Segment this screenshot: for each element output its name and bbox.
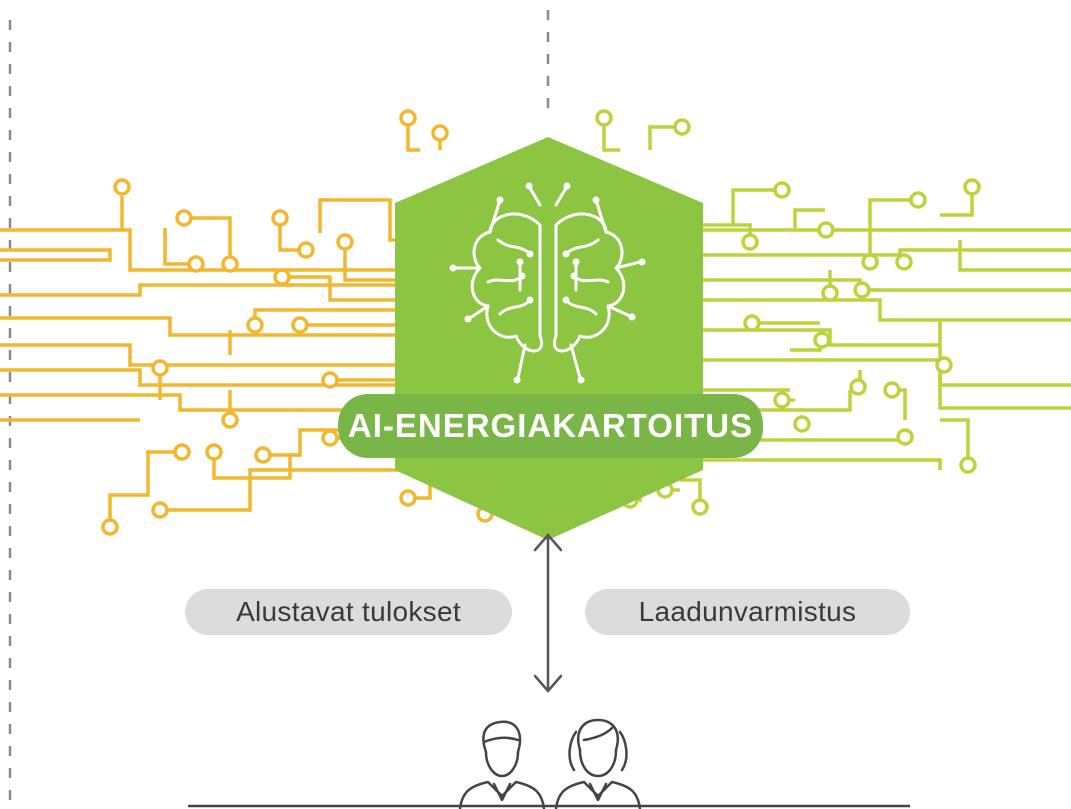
ai-energiakartoitus-label: AI-ENERGIAKARTOITUS [338,394,763,458]
people-icon [458,718,642,809]
dashed-lines [8,10,550,809]
left-circuit-nodes [101,109,494,536]
brain-nodes [449,182,646,384]
hexagon [395,137,703,540]
left-circuit [0,118,487,527]
preliminary-results-pill: Alustavat tulokset [185,589,512,635]
double-arrow-icon [533,533,563,693]
quality-assurance-pill: Laadunvarmistus [585,589,910,635]
